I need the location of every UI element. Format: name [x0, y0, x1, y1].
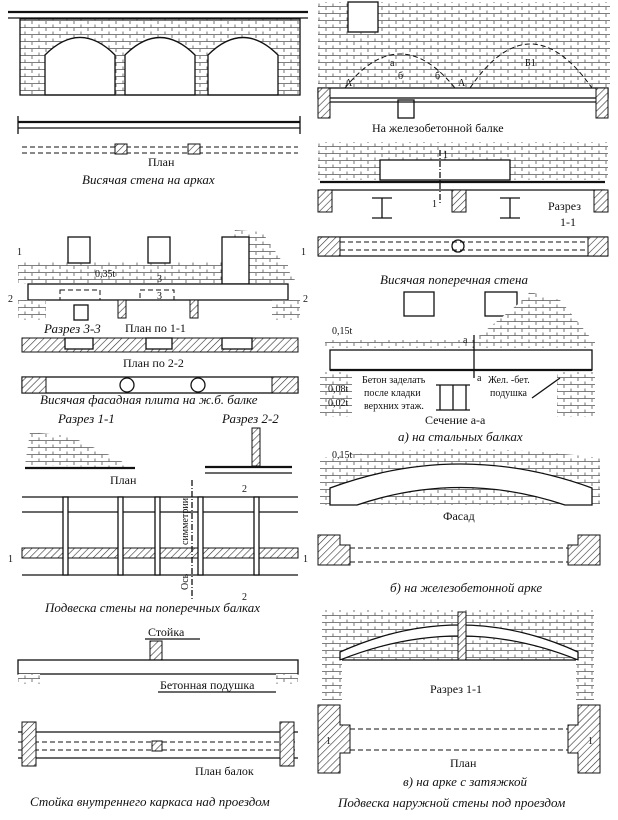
wall-on-cross-beams: Разрез 1-1 Разрез 2-2 План симметрии Ось…: [8, 411, 308, 615]
mark-b: б: [398, 71, 403, 82]
pad-label: подушка: [490, 388, 528, 399]
on-tied-arch: Разрез 1-1 1 1 План в) на арке с затяжко…: [317, 610, 601, 810]
tied-arch-caption: в) на арке с затяжкой: [403, 774, 528, 789]
section-mark: 1: [588, 736, 593, 747]
plan-2-2-label: План по 2-2: [123, 356, 184, 370]
arches-caption: Висячая стена на арках: [82, 172, 215, 187]
section-mark: 1: [17, 247, 22, 258]
rc-beam-caption: На железобетонной балке: [372, 121, 504, 135]
concrete-pad-label: Бетонная подушка: [160, 678, 255, 692]
section-mark: 2: [242, 484, 247, 495]
section-mark: 1: [303, 554, 308, 565]
steel-wall-caption: Висячая поперечная стена: [380, 272, 528, 287]
steel-beams-caption: а) на стальных балках: [398, 429, 523, 444]
section-1-1-label: Разрез 1-1: [430, 682, 482, 696]
plan-1-1-label: План по 1-1: [125, 321, 186, 335]
plan-label: План: [450, 756, 477, 770]
external-wall-caption: Подвеска наружной стены под проездом: [337, 795, 565, 810]
note-line: после кладки: [364, 388, 421, 399]
mark-A: А: [345, 78, 353, 89]
section-mark: 3: [157, 291, 162, 302]
mark-A: А: [458, 78, 466, 89]
post-caption: Стойка внутреннего каркаса над проездом: [30, 794, 270, 809]
section-3-3-label: Разрез 3-3: [43, 321, 101, 336]
cross-beams-plan-label: План: [110, 473, 137, 487]
section-1-1-label: Разрез 1-1: [57, 411, 115, 426]
post-label: Стойка: [148, 625, 185, 639]
facade-label: Фасад: [443, 509, 475, 523]
section-mark: 1: [443, 150, 448, 161]
symmetry-axis-label: симметрии: [180, 497, 191, 545]
note-line: верхних этаж.: [364, 401, 424, 412]
mark-a: a: [477, 373, 482, 384]
section-mark: 1: [8, 554, 13, 565]
section-mark: 1: [301, 247, 306, 258]
arches-plan-label: План: [148, 155, 175, 169]
section-a-a-label: Сечение а-а: [425, 413, 486, 427]
section-2-2-label: Разрез 2-2: [221, 411, 279, 426]
rc-arch-caption: б) на железобетонной арке: [390, 580, 542, 595]
dimension-label: 0,35t: [95, 269, 116, 280]
section-1-1-word: Разрез: [548, 199, 581, 213]
dim-top: 0,15t: [332, 450, 353, 461]
section-mark: 3: [157, 274, 162, 285]
section-mark: 2: [242, 592, 247, 603]
axis-label: Ось: [180, 573, 191, 590]
on-steel-beams: 0,15t a a Бетон заделать после кладки ве…: [320, 291, 595, 444]
pad-label: Жел. -бет.: [488, 375, 530, 386]
note-line: Бетон заделать: [362, 375, 426, 386]
cross-beams-caption: Подвеска стены на поперечных балках: [44, 600, 260, 615]
section-mark: 1: [432, 199, 437, 210]
hanging-wall-on-arches: План Висячая стена на арках: [8, 10, 308, 187]
facade-slab-on-rc-beam: 1 1 2 2 3 3 0,35t Разрез 3-3 План по 1-1…: [8, 230, 308, 407]
mark-b1: Б1: [525, 58, 536, 69]
beam-plan-label: План балок: [195, 764, 254, 778]
dim-top: 0,15t: [332, 326, 353, 337]
mark-a: a: [463, 335, 468, 346]
section-1-1-number: 1-1: [560, 215, 576, 229]
dim-1: 0,08t: [328, 384, 349, 395]
facade-slab-caption: Висячая фасадная плита на ж.б. балке: [40, 392, 258, 407]
internal-frame-post: Стойка Бетонная подушка План балок Стойк…: [17, 625, 299, 809]
dim-2: 0,02t: [328, 398, 349, 409]
section-mark: 2: [8, 294, 13, 305]
section-mark: 1: [326, 736, 331, 747]
section-mark: 2: [303, 294, 308, 305]
wall-on-rc-beam: а б б Б1 А А На железобетонной балке: [317, 1, 610, 135]
mark-a: а: [390, 58, 395, 69]
on-rc-arch: 0,15t Фасад б) на железобетонной арке: [317, 449, 601, 595]
transverse-wall-on-steel-beams: 1 1 Разрез 1-1 Висячая поперечная стена: [317, 142, 609, 287]
mark-b: б: [435, 71, 440, 82]
